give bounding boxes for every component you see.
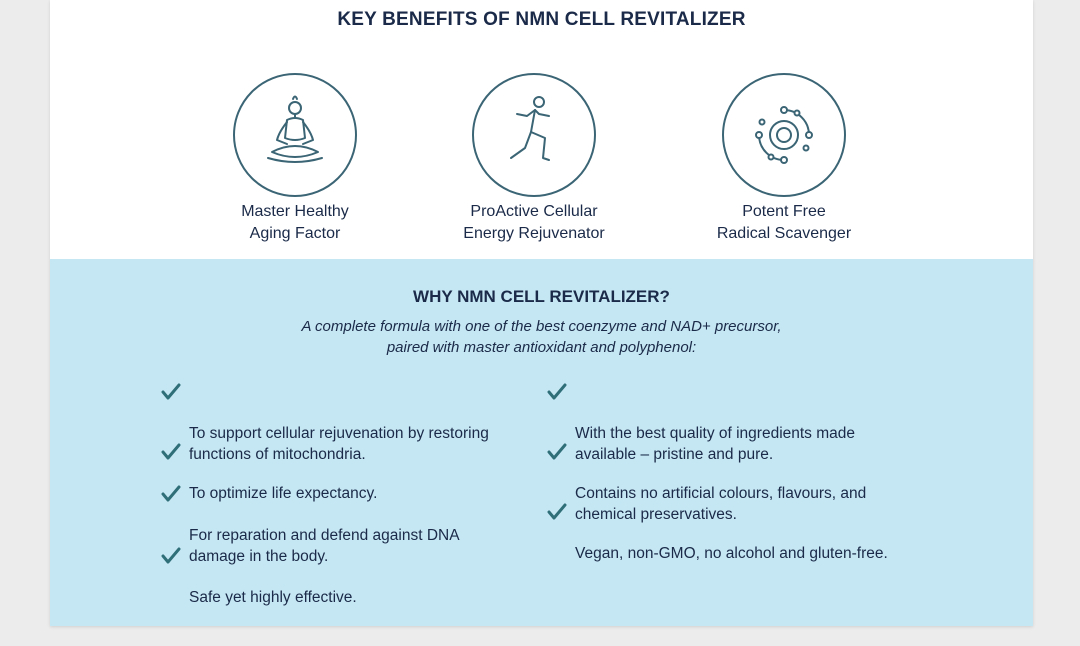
list-item: To support cellular rejuvenation by rest… bbox=[161, 381, 521, 465]
list-item-text: To support cellular rejuvenation by rest… bbox=[189, 425, 489, 463]
list-item-text: With the best quality of ingredients mad… bbox=[575, 425, 856, 463]
benefit-circle bbox=[233, 73, 357, 197]
list-item-text: Contains no artificial colours, flavours… bbox=[575, 485, 867, 523]
list-item-text: Safe yet highly effective. bbox=[189, 589, 357, 606]
checkmark-icon bbox=[161, 383, 181, 400]
benefit-radical: Potent Free Radical Scavenger bbox=[664, 73, 904, 245]
list-item-text: Vegan, non-GMO, no alcohol and gluten-fr… bbox=[575, 545, 888, 562]
list-item: Contains no artificial colours, flavours… bbox=[547, 441, 907, 525]
benefit-circle bbox=[722, 73, 846, 197]
benefit-energy: ProActive Cellular Energy Rejuvenator bbox=[414, 73, 654, 245]
running-person-icon bbox=[510, 96, 550, 161]
page-title: KEY BENEFITS OF NMN CELL REVITALIZER bbox=[337, 9, 746, 30]
checkmark-icon bbox=[547, 383, 567, 400]
checkmark-icon bbox=[161, 547, 181, 564]
checkmark-icon bbox=[547, 503, 567, 520]
list-item: With the best quality of ingredients mad… bbox=[547, 381, 907, 465]
benefit-label: Potent Free Radical Scavenger bbox=[716, 203, 852, 242]
list-item: To optimize life expectancy. bbox=[161, 441, 521, 504]
why-section: WHY NMN CELL REVITALIZER? A complete for… bbox=[50, 259, 1033, 626]
content-card: KEY BENEFITS OF NMN CELL REVITALIZER Mas… bbox=[50, 0, 1033, 626]
checkmark-icon bbox=[161, 443, 181, 460]
why-title: WHY NMN CELL REVITALIZER? bbox=[413, 287, 670, 306]
list-item-text: To optimize life expectancy. bbox=[189, 485, 378, 502]
molecule-orbit-icon bbox=[755, 106, 813, 164]
checkmark-icon bbox=[161, 485, 181, 502]
benefit-label: ProActive Cellular Energy Rejuvenator bbox=[463, 203, 605, 242]
list-item: Vegan, non-GMO, no alcohol and gluten-fr… bbox=[547, 501, 907, 564]
why-subtitle: A complete formula with one of the best … bbox=[301, 318, 782, 356]
list-item: Safe yet highly effective. bbox=[161, 545, 521, 608]
meditation-icon bbox=[267, 95, 323, 163]
benefit-aging: Master Healthy Aging Factor bbox=[175, 73, 415, 245]
checkmark-icon bbox=[547, 443, 567, 460]
benefit-label: Master Healthy Aging Factor bbox=[241, 203, 349, 242]
list-item-text: For reparation and defend against DNA da… bbox=[189, 527, 460, 565]
benefit-circle bbox=[472, 73, 596, 197]
list-item: For reparation and defend against DNA da… bbox=[161, 483, 521, 567]
